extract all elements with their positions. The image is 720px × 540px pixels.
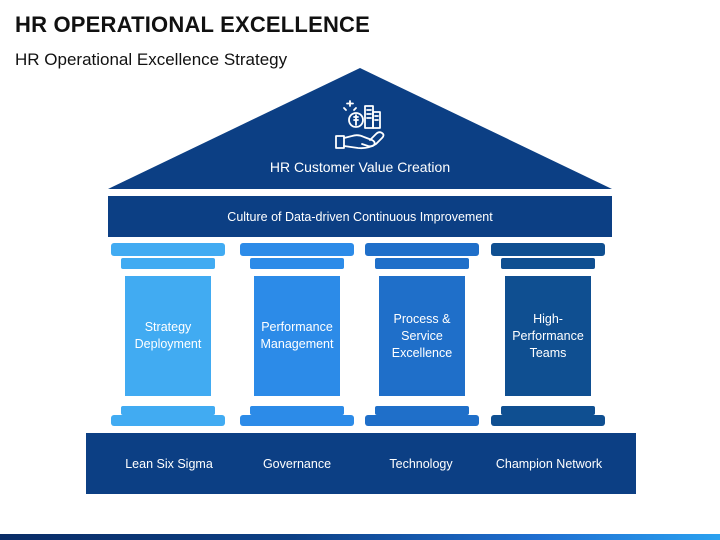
foundation-item-governance: Governance <box>262 456 332 471</box>
culture-beam: Culture of Data-driven Continuous Improv… <box>108 196 612 237</box>
beam-label: Culture of Data-driven Continuous Improv… <box>227 209 493 224</box>
foundation-item-champion-network: Champion Network <box>495 456 603 471</box>
pillar-capital-top <box>491 243 605 256</box>
pillar-process-service-excellence: Process & Service Excellence <box>365 243 479 426</box>
pillar-label: Process & Service Excellence <box>391 311 453 360</box>
pillar-base-bottom <box>240 415 354 426</box>
page-subtitle: HR Operational Excellence Strategy <box>15 50 288 69</box>
pillar-shaft: Strategy Deployment <box>125 276 211 396</box>
footer-accent-bar <box>0 534 720 540</box>
foundation-item-lean-six-sigma: Lean Six Sigma <box>125 456 213 471</box>
pillar-base-top <box>375 406 469 415</box>
page-title: HR OPERATIONAL EXCELLENCE <box>15 12 370 37</box>
pillar-shaft: Process & Service Excellence <box>379 276 465 396</box>
foundation-item-technology: Technology <box>389 456 453 471</box>
pillar-capital-top <box>111 243 225 256</box>
pillar-shaft: Performance Management <box>254 276 340 396</box>
pillar-capital-bottom <box>375 258 469 269</box>
pillar-base-bottom <box>365 415 479 426</box>
pillar-base-top <box>250 406 344 415</box>
pillar-base-bottom <box>111 415 225 426</box>
pillar-performance-management: Performance Management <box>240 243 354 426</box>
pillar-label: Strategy Deployment <box>134 320 202 351</box>
pillar-base-top <box>501 406 595 415</box>
pillar-base-bottom <box>491 415 605 426</box>
pillar-high-performance-teams: High-Performance Teams <box>491 243 605 426</box>
hand-money-building-icon <box>335 100 385 150</box>
pillar-base-top <box>121 406 215 415</box>
pillar-capital-top <box>365 243 479 256</box>
pillar-capital-top <box>240 243 354 256</box>
pillar-label: High-Performance Teams <box>512 311 584 360</box>
pillar-label: Performance Management <box>260 320 334 351</box>
pillar-shaft: High-Performance Teams <box>505 276 591 396</box>
roof-label: HR Customer Value Creation <box>269 159 451 175</box>
pillar-capital-bottom <box>121 258 215 269</box>
pillar-strategy-deployment: Strategy Deployment <box>111 243 225 426</box>
pillar-capital-bottom <box>250 258 344 269</box>
pillar-capital-bottom <box>501 258 595 269</box>
foundation: Lean Six Sigma Governance Technology Cha… <box>86 433 636 494</box>
